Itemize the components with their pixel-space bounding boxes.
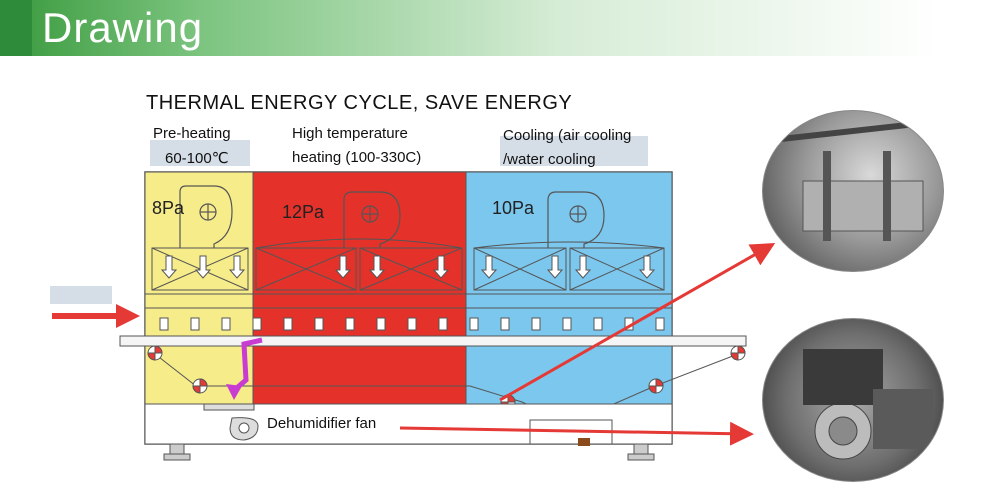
- diagram-title: THERMAL ENERGY CYCLE, SAVE ENERGY: [146, 92, 573, 114]
- conveyor-belt: [119, 335, 747, 347]
- preheat-zone: [144, 171, 254, 405]
- preheat-label-line1: Pre-heating: [153, 125, 231, 142]
- header-banner: Drawing: [0, 0, 1000, 56]
- rollers: [147, 345, 746, 410]
- banner-accent: [0, 0, 32, 56]
- duct-down-arrows: [160, 255, 656, 279]
- cooling-label-line1: Cooling (air cooling: [503, 127, 632, 144]
- cooling-label-bg: [500, 136, 648, 166]
- preheat-label-bg: [150, 140, 250, 166]
- nozzles: [159, 317, 665, 331]
- photo-heater-unit: [762, 110, 944, 272]
- heating-label-line1: High temperature: [292, 125, 408, 142]
- photo-fan-motor: [762, 318, 944, 482]
- fan-housings: [179, 185, 605, 248]
- heating-label-line2: heating (100-330C): [292, 149, 422, 166]
- preheat-pressure: 8Pa: [152, 198, 185, 218]
- heating-pressure: 12Pa: [282, 202, 325, 222]
- dehumidifier-label: Dehumidifier fan: [264, 414, 380, 433]
- preheat-label-line2: 60-100℃: [165, 150, 229, 167]
- page-title: Drawing: [42, 4, 204, 51]
- cooling-label-line2: /water cooling: [503, 151, 596, 168]
- cooling-zone: [465, 171, 673, 405]
- inlet-label-bg: [50, 286, 112, 304]
- callout-arrow-bottom: [399, 421, 754, 446]
- machine-feet: [163, 443, 655, 461]
- dehumidifier-fan: [203, 403, 259, 441]
- tray-drain: [578, 438, 590, 446]
- callout-arrow-top: [499, 243, 776, 402]
- cooling-pressure: 10Pa: [492, 198, 535, 218]
